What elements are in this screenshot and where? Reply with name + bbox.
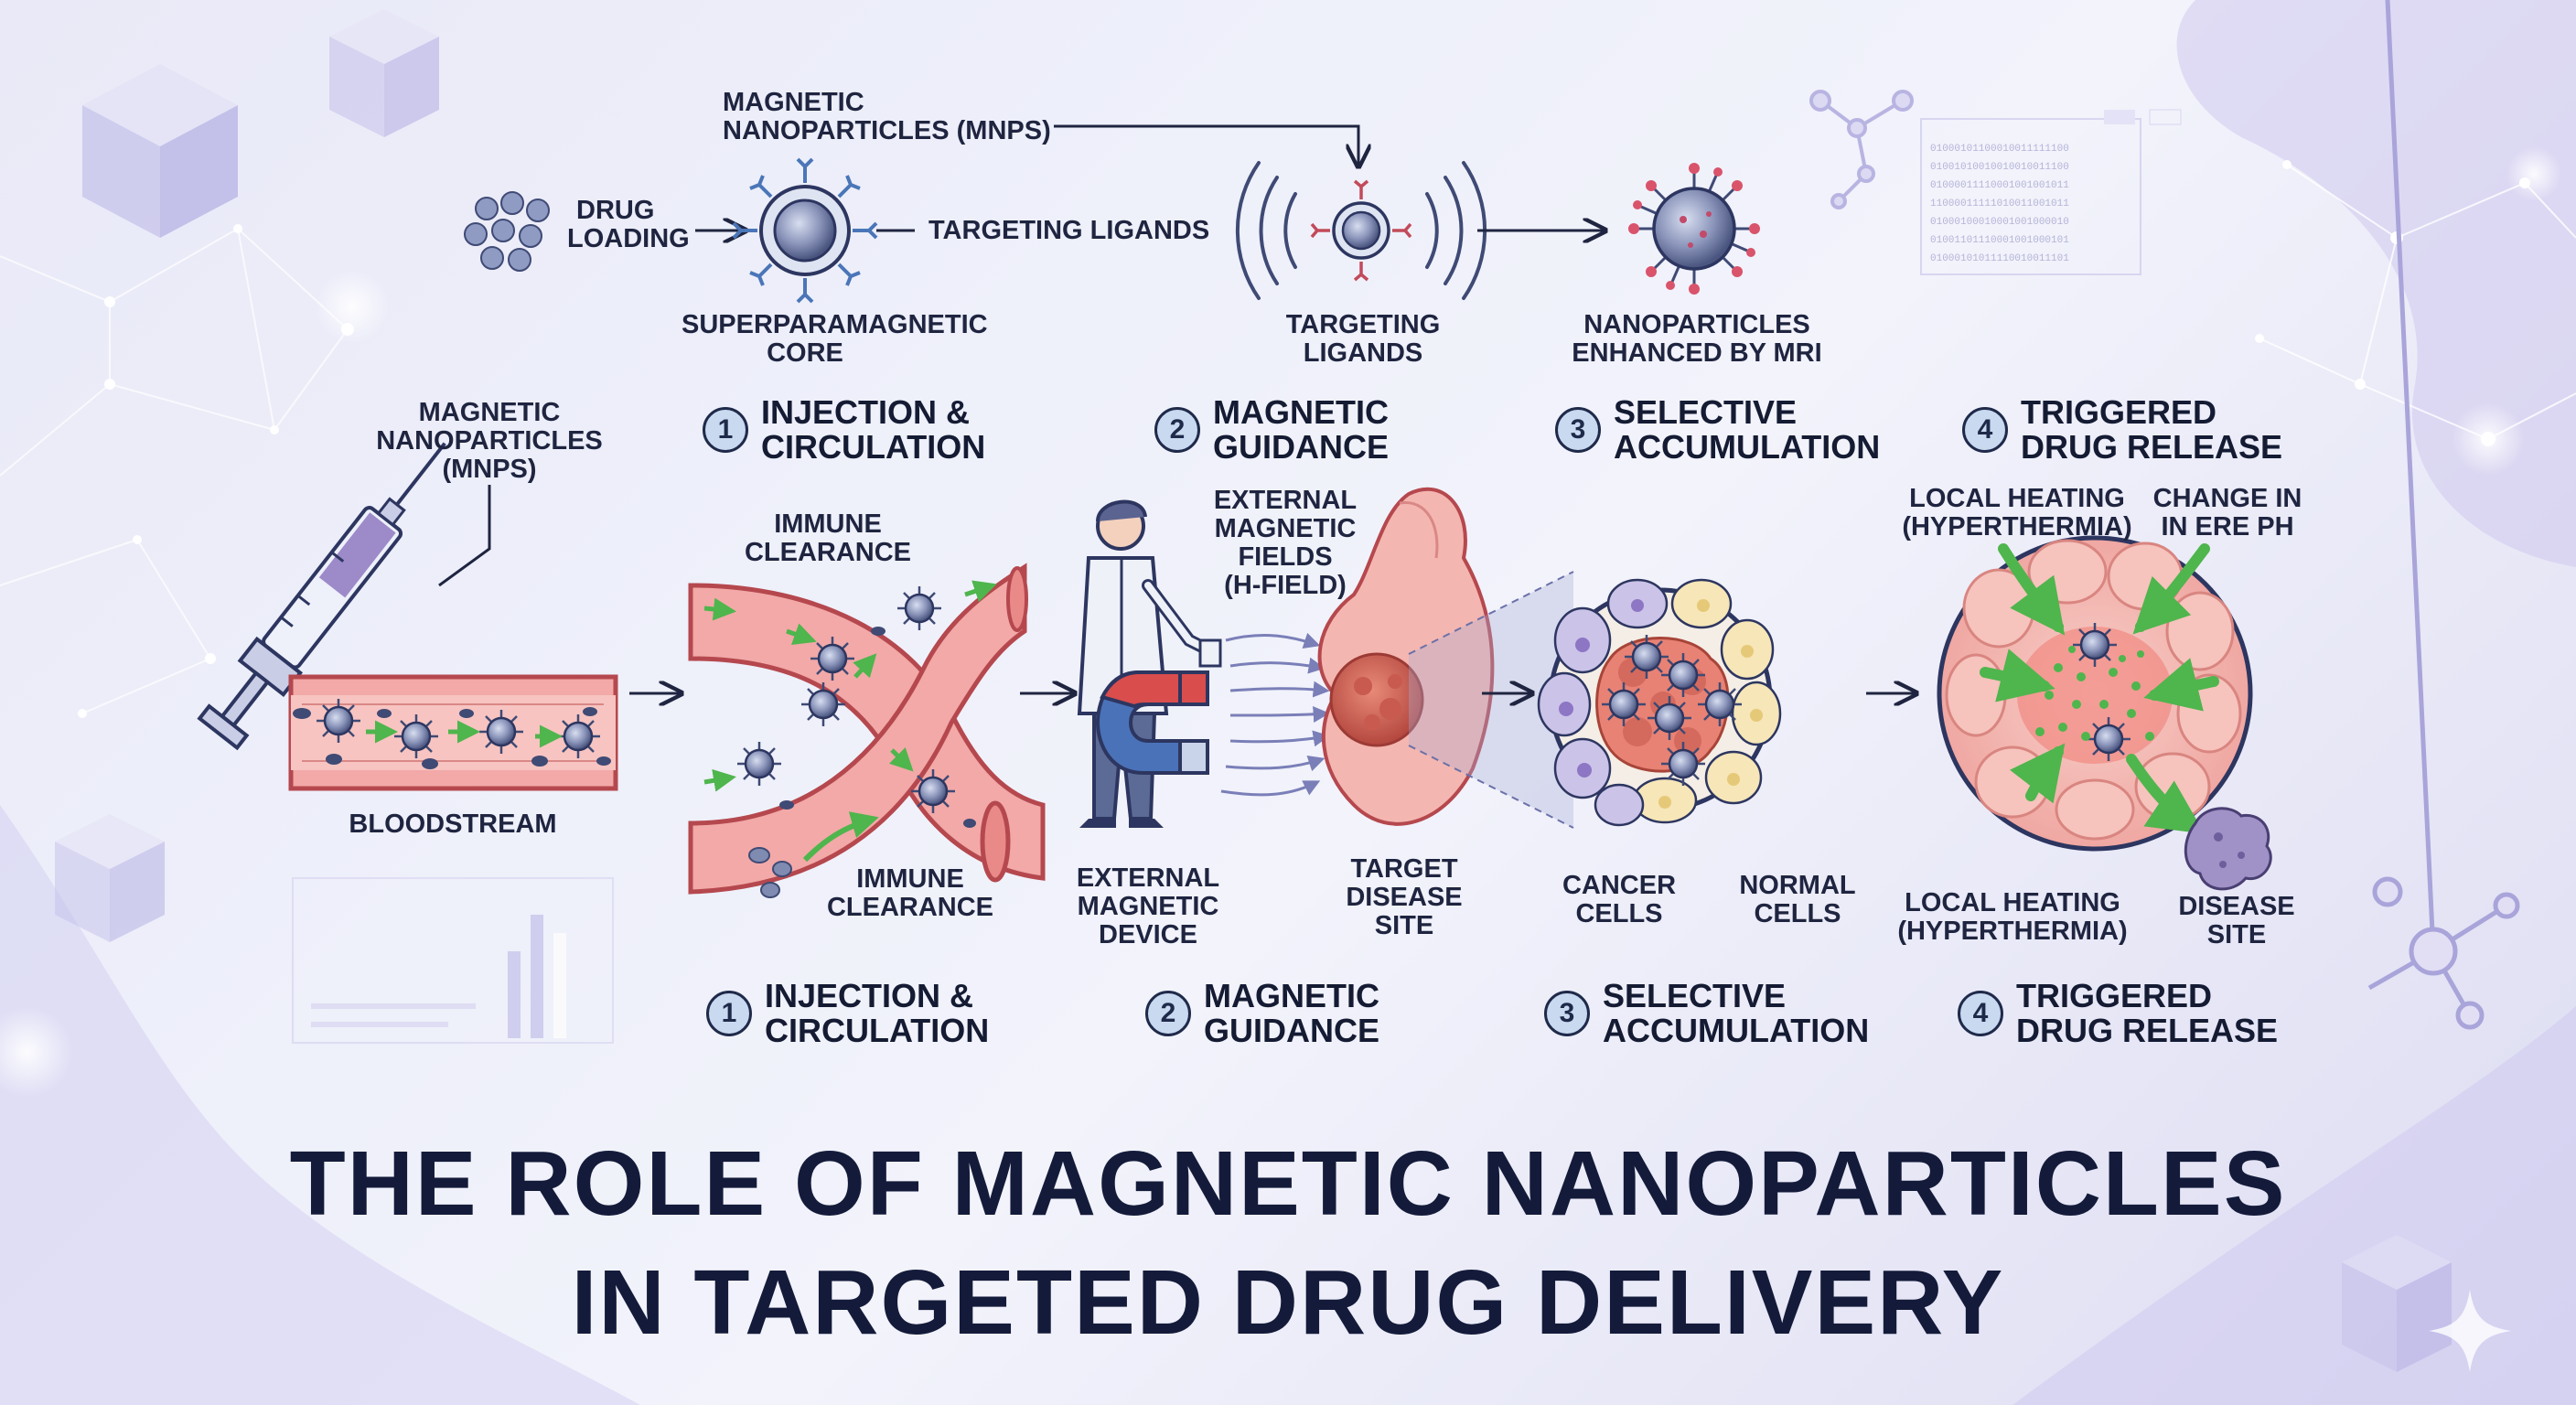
disease-cell-icon [2184, 807, 2272, 891]
step-number-badge: 1 [706, 991, 752, 1036]
svg-text:11000011111010011001011: 11000011111010011001011 [1930, 198, 2069, 209]
svg-text:01000101100010011111100: 01000101100010011111100 [1930, 144, 2069, 155]
step-1-top: 1 INJECTION &CIRCULATION [703, 395, 985, 465]
decorative-bar-chart [292, 877, 614, 1044]
local-heating-top-label: LOCAL HEATING(HYPERTHERMIA) [1902, 484, 2132, 542]
researcher-with-magnet-icon [1077, 499, 1222, 828]
step-number-badge: 2 [1145, 991, 1191, 1036]
main-title-line-2: IN TARGETED DRUG DELIVERY [571, 1251, 2005, 1354]
drug-particles-icon [464, 191, 550, 272]
syringe-icon [197, 442, 446, 751]
svg-text:01001010010010010011100: 01001010010010010011100 [1930, 162, 2069, 173]
bloodstream-label: BLOODSTREAM [349, 810, 557, 839]
molecule-icon [1809, 90, 1914, 209]
svg-text:01000011110001001001011: 01000011110001001001011 [1930, 180, 2069, 191]
mri-enhanced-nanoparticle-icon [1628, 163, 1760, 295]
step-number-badge: 4 [1962, 407, 2008, 453]
crossing-vessels [688, 563, 1046, 895]
sparkle-icon [2429, 1290, 2511, 1372]
immune-cells-icon [748, 847, 792, 898]
nanoparticle-magnetic-waves-icon [1235, 161, 1487, 300]
tissue-accumulation-view [1537, 578, 1782, 827]
target-organ-icon [1317, 487, 1495, 826]
targeting-ligands-top-label: TARGETING LIGANDS [928, 216, 1210, 245]
drug-release-view [1937, 535, 2272, 891]
step-number-badge: 2 [1154, 407, 1200, 453]
local-heating-bottom-label: LOCAL HEATING(HYPERTHERMIA) [1897, 888, 2128, 946]
main-title-line-1: THE ROLE OF MAGNETIC NANOPARTICLES [289, 1132, 2287, 1235]
svg-text:01000100010001001000010: 01000100010001001000010 [1930, 217, 2069, 228]
svg-text:01000101011110010011101: 01000101011110010011101 [1930, 253, 2069, 264]
superparamagnetic-core-icon [732, 157, 878, 304]
magnetic-field-lines [1220, 632, 1330, 797]
step-number-badge: 1 [703, 407, 748, 453]
step-1-bottom: 1 INJECTION &CIRCULATION [706, 979, 989, 1048]
bloodstream-vessel [288, 674, 618, 791]
step-number-badge: 4 [1958, 991, 2003, 1036]
step-number-badge: 3 [1555, 407, 1601, 453]
svg-text:01001101110001001000101: 01001101110001001000101 [1930, 235, 2069, 246]
step-number-badge: 3 [1544, 991, 1590, 1036]
cube-icon [82, 64, 238, 238]
